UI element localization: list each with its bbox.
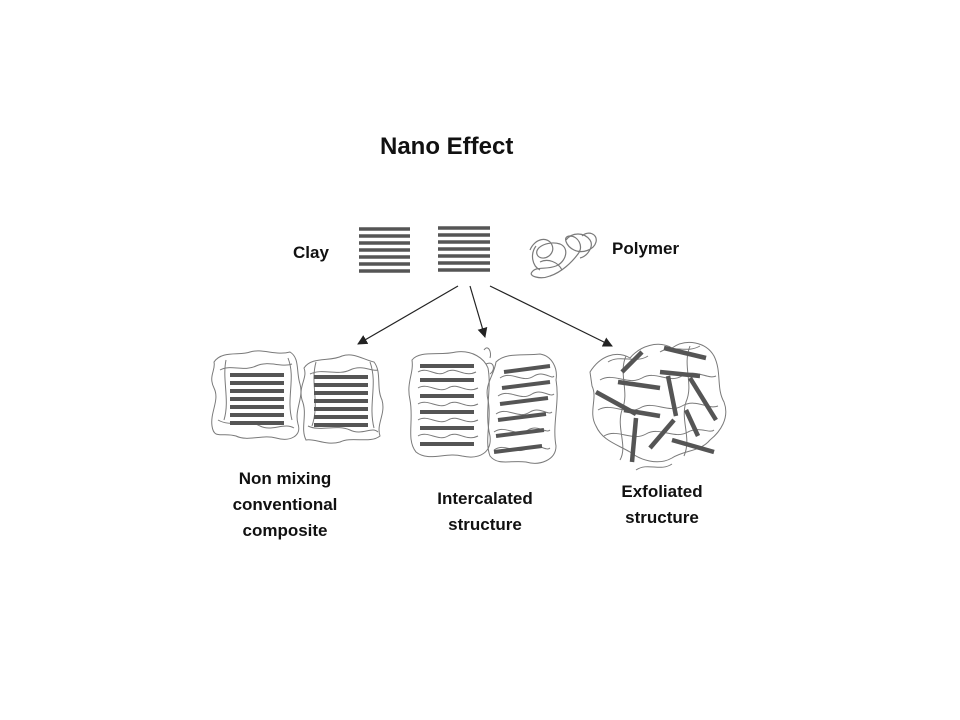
exfoliated-structure-graphic [589, 341, 727, 471]
caption-line: conventional [232, 495, 338, 514]
exfoliated-caption: Exfoliated structure [582, 479, 742, 531]
clay-stack-icon [359, 227, 410, 273]
clay-stack-icon [438, 226, 490, 272]
caption-line: composite [242, 521, 328, 540]
non-mixing-caption: Non mixing conventional composite [205, 466, 365, 544]
non-mixing-composite-graphic [211, 350, 384, 444]
clay-label: Clay [293, 243, 329, 262]
polymer-coil-icon [529, 232, 597, 279]
caption-line: Non mixing [238, 469, 332, 488]
caption-line: Intercalated [437, 489, 533, 508]
caption-line: structure [625, 508, 699, 527]
intercalated-caption: Intercalated structure [405, 486, 565, 538]
intercalated-structure-graphic [408, 347, 558, 464]
diagram-title: Nano Effect [380, 133, 514, 160]
arrow-icon [357, 285, 613, 347]
caption-line: Exfoliated [621, 482, 703, 501]
polymer-label: Polymer [612, 239, 680, 258]
caption-line: structure [448, 515, 522, 534]
